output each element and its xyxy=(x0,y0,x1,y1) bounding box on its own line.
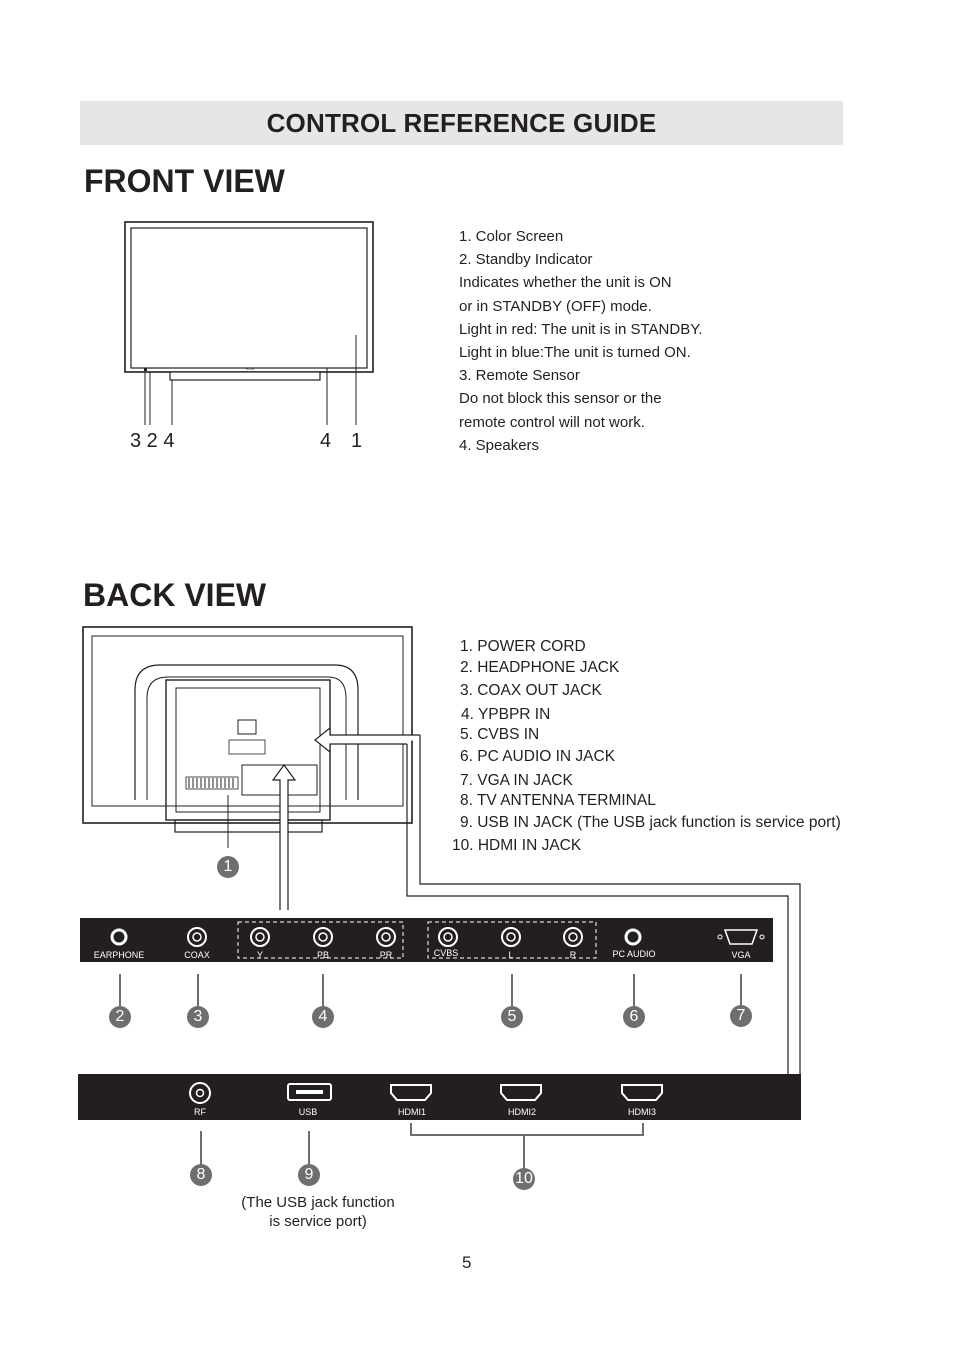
front-callout-4: 4 xyxy=(320,430,332,452)
legend-item: 8. TV ANTENNA TERMINAL xyxy=(460,792,656,809)
legend-item: 3. Remote Sensor xyxy=(459,367,580,385)
legend-item: 4. YPBPR IN xyxy=(461,706,551,723)
badge-coax: 3 xyxy=(187,1006,209,1028)
ypbpr-group-box xyxy=(237,921,404,959)
side-panel-labels: EARPHONE COAX Y PB PR CVBS L R PC AUDIO … xyxy=(94,948,751,960)
routing-line-outer xyxy=(419,735,801,1074)
standby-indicator xyxy=(144,368,147,371)
svg-text:PB: PB xyxy=(317,950,329,960)
svg-text:HDMI2: HDMI2 xyxy=(508,1107,536,1117)
header-banner: CONTROL REFERENCE GUIDE xyxy=(80,101,843,145)
front-view-legend: 1. Color Screen 2. Standby Indicator Ind… xyxy=(459,225,702,457)
tv-rear-illustration xyxy=(82,626,413,833)
color-screen xyxy=(130,227,368,369)
badge-power-cord: 1 xyxy=(217,856,239,878)
legend-item: 10. HDMI IN JACK xyxy=(452,837,582,854)
svg-text:COAX: COAX xyxy=(184,950,210,960)
badge-rf: 8 xyxy=(190,1164,212,1186)
svg-text:PR: PR xyxy=(380,950,393,960)
legend-item: Indicates whether the unit is ON xyxy=(459,274,672,292)
badge-hdmi: 10 xyxy=(513,1168,535,1190)
legend-item: Light in red: The unit is in STANDBY. xyxy=(459,320,703,338)
legend-item: 2. Standby Indicator xyxy=(459,251,593,269)
svg-text:R: R xyxy=(570,950,577,960)
back-view-legend: 1. POWER CORD 2. HEADPHONE JACK 3. COAX … xyxy=(452,638,920,868)
svg-text:L: L xyxy=(508,950,513,960)
usb-note-line: (The USB jack function xyxy=(241,1194,395,1211)
svg-text:RF: RF xyxy=(194,1107,206,1117)
cvbs-group-box xyxy=(427,921,597,959)
legend-item: 3. COAX OUT JACK xyxy=(460,682,602,699)
front-callout-1: 1 xyxy=(351,430,363,452)
brand-mark: RCA xyxy=(246,366,255,371)
front-callouts-left: 3 2 4 xyxy=(130,430,175,452)
legend-item: Light in blue:The unit is turned ON. xyxy=(459,344,691,362)
badge-pc-audio: 6 xyxy=(623,1006,645,1028)
svg-text:EARPHONE: EARPHONE xyxy=(94,950,145,960)
side-leader-lines xyxy=(119,974,742,1006)
pc-audio-jack xyxy=(624,928,642,946)
badge-usb: 9 xyxy=(298,1164,320,1186)
svg-text:HDMI1: HDMI1 xyxy=(398,1107,426,1117)
vent-slots xyxy=(188,778,234,788)
side-jacks xyxy=(110,927,765,947)
bottom-connector-panel xyxy=(78,1074,801,1120)
front-view-tv-illustration: RCA xyxy=(124,221,374,425)
badge-ypbpr: 4 xyxy=(312,1006,334,1028)
legend-item: 6. PC AUDIO IN JACK xyxy=(460,748,616,765)
hdmi2-port xyxy=(500,1084,542,1101)
usb-note: (The USB jack function is service port) xyxy=(218,1193,418,1231)
hdmi1-port xyxy=(390,1084,432,1101)
routing-line-inner xyxy=(406,744,789,1074)
legend-item: 5. CVBS IN xyxy=(460,726,540,743)
legend-item: 1. POWER CORD xyxy=(460,638,586,655)
back-view-diagram: EARPHONE COAX Y PB PR CVBS L R PC AUDIO … xyxy=(78,626,801,1168)
badge-earphone: 2 xyxy=(109,1006,131,1028)
bottom-panel-arrow xyxy=(271,763,297,910)
page-title: CONTROL REFERENCE GUIDE xyxy=(266,107,657,138)
front-view-heading: FRONT VIEW xyxy=(84,163,285,199)
svg-text:HDMI3: HDMI3 xyxy=(628,1107,656,1117)
svg-text:USB: USB xyxy=(299,1107,318,1117)
badge-cvbs: 5 xyxy=(501,1006,523,1028)
badge-vga: 7 xyxy=(730,1005,752,1027)
side-panel-arrow xyxy=(314,726,420,754)
bottom-jacks xyxy=(189,1082,663,1104)
earphone-jack xyxy=(110,928,128,946)
usb-note-line: is service port) xyxy=(269,1213,367,1230)
bottom-panel-labels: RF USB HDMI1 HDMI2 HDMI3 xyxy=(194,1107,656,1117)
legend-item: 7. VGA IN JACK xyxy=(460,772,573,789)
svg-text:Y: Y xyxy=(257,950,263,960)
legend-item: Do not block this sensor or the xyxy=(459,390,662,408)
legend-item: remote control will not work. xyxy=(459,413,645,431)
page-number: 5 xyxy=(462,1253,472,1272)
legend-item: 2. HEADPHONE JACK xyxy=(460,659,620,676)
back-view-heading: BACK VIEW xyxy=(83,577,267,613)
legend-item: 9. USB IN JACK (The USB jack function is… xyxy=(460,814,841,831)
legend-item: 1. Color Screen xyxy=(459,228,564,245)
svg-text:VGA: VGA xyxy=(731,950,750,960)
vga-port xyxy=(723,929,759,945)
svg-text:PC AUDIO: PC AUDIO xyxy=(612,949,655,959)
bottom-leader-lines xyxy=(200,1123,644,1168)
hdmi3-port xyxy=(621,1084,663,1101)
svg-text:CVBS: CVBS xyxy=(434,948,459,958)
legend-item: or in STANDBY (OFF) mode. xyxy=(459,297,652,315)
tv-base xyxy=(169,371,321,381)
legend-item: 4. Speakers xyxy=(459,436,540,454)
